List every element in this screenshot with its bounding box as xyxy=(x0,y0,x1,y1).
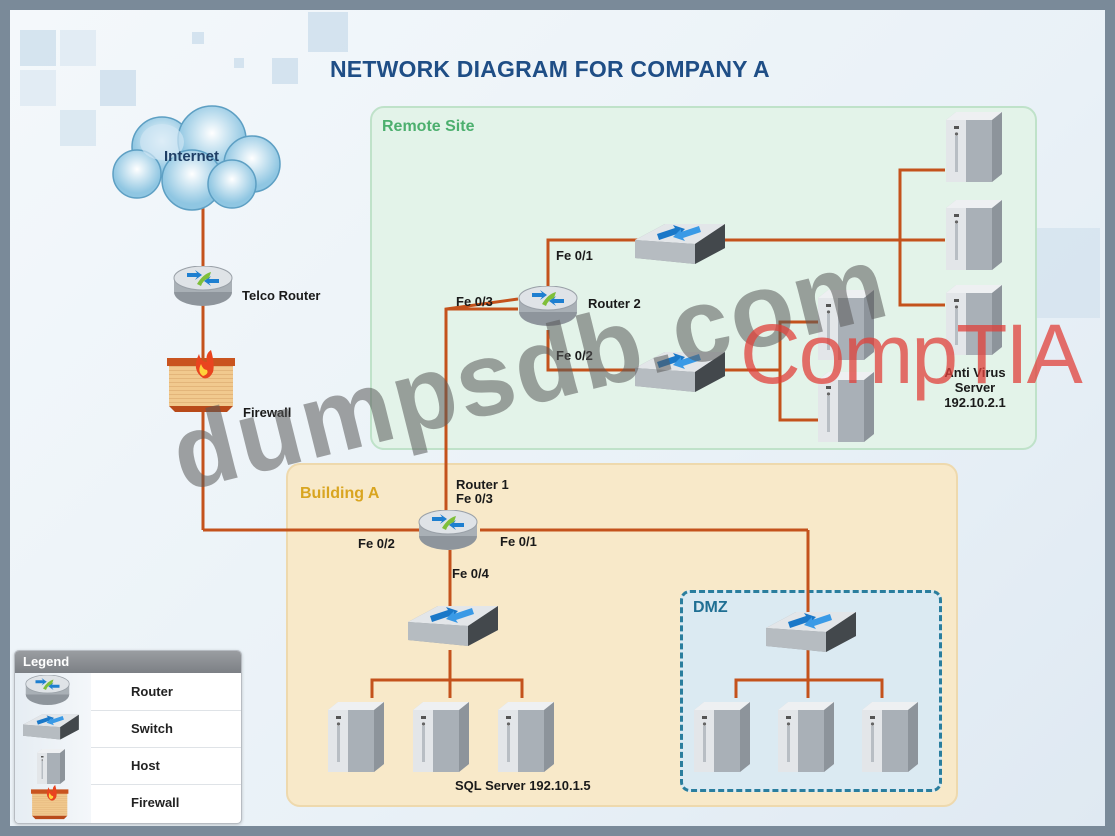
sql-server-icon[interactable] xyxy=(498,702,556,774)
decor-square xyxy=(20,70,56,106)
dmz-host-icon[interactable] xyxy=(862,702,920,774)
legend-title: Legend xyxy=(15,651,241,673)
decor-square xyxy=(234,58,244,68)
zone-label-building-a: Building A xyxy=(300,485,380,502)
decor-square xyxy=(192,32,204,44)
dmz-host-icon[interactable] xyxy=(694,702,752,774)
router2-label: Router 2 xyxy=(588,296,641,311)
decor-square xyxy=(272,58,298,84)
av-host-icon[interactable] xyxy=(818,372,876,444)
legend-router-icon xyxy=(25,675,70,706)
link-router2-switch-bottom xyxy=(546,330,640,372)
link-sql-bus xyxy=(370,678,524,698)
router2-port-fe03: Fe 0/3 xyxy=(456,294,493,309)
decor-square xyxy=(20,30,56,66)
legend-firewall-icon xyxy=(31,785,69,820)
router1-port-fe03: Fe 0/3 xyxy=(456,491,493,506)
legend-item-host: Host xyxy=(91,747,241,785)
remote-host-icon[interactable] xyxy=(946,112,1004,184)
router1-port-fe01: Fe 0/1 xyxy=(500,534,537,549)
av-server-label: Anti Virus Server 192.10.2.1 xyxy=(930,365,1020,410)
legend-item-switch: Switch xyxy=(91,710,241,748)
legend-label: Switch xyxy=(131,721,173,736)
decor-square xyxy=(100,70,136,106)
internet-cloud: Internet xyxy=(102,102,292,212)
remote-switch-top-icon[interactable] xyxy=(635,218,727,266)
sql-server-label: SQL Server 192.10.1.5 xyxy=(455,778,591,793)
router1-port-fe04: Fe 0/4 xyxy=(452,566,489,581)
dmz-host-icon[interactable] xyxy=(778,702,836,774)
diagram-canvas: NETWORK DIAGRAM FOR COMPANY A Remote Sit… xyxy=(10,10,1105,826)
legend-host-icon xyxy=(37,749,65,784)
telco-router-icon[interactable] xyxy=(173,266,233,306)
zone-label-dmz: DMZ xyxy=(693,599,728,616)
building-host-icon[interactable] xyxy=(328,702,386,774)
decor-square xyxy=(308,12,348,52)
legend-item-router: Router xyxy=(91,673,241,711)
cloud-icon xyxy=(112,105,281,211)
link-remote-host-bus xyxy=(898,168,945,307)
firewall-label: Firewall xyxy=(243,405,292,420)
remote-host-icon[interactable] xyxy=(946,285,1004,357)
decor-square xyxy=(1030,228,1100,318)
router1-label: Router 1 xyxy=(456,477,509,492)
firewall-icon[interactable] xyxy=(167,350,235,414)
legend: Legend Router Switch Host Firewall xyxy=(14,650,242,824)
legend-icon-column xyxy=(15,673,91,823)
remote-switch-bottom-icon[interactable] xyxy=(635,346,727,394)
link-router2-switch-top xyxy=(546,238,640,290)
legend-switch-icon xyxy=(23,714,79,740)
av-host-icon[interactable] xyxy=(818,290,876,362)
legend-item-firewall: Firewall xyxy=(91,784,241,821)
legend-label: Router xyxy=(131,684,173,699)
page-title: NETWORK DIAGRAM FOR COMPANY A xyxy=(330,56,770,82)
zone-remote-site: Remote Site xyxy=(370,106,1037,450)
av-server-ip: 192.10.2.1 xyxy=(944,395,1006,410)
legend-label: Firewall xyxy=(131,795,180,810)
router2-icon[interactable] xyxy=(518,286,578,326)
building-switch-icon[interactable] xyxy=(408,600,500,648)
av-server-label-line2: Server xyxy=(954,380,996,395)
internet-label: Internet xyxy=(164,148,220,165)
remote-host-icon[interactable] xyxy=(946,200,1004,272)
router2-port-fe01: Fe 0/1 xyxy=(556,248,593,263)
telco-router-label: Telco Router xyxy=(242,288,321,303)
router2-port-fe02: Fe 0/2 xyxy=(556,348,593,363)
router1-icon[interactable] xyxy=(418,510,478,550)
link-av-bus xyxy=(778,320,820,422)
decor-square xyxy=(60,30,96,66)
building-host-icon[interactable] xyxy=(413,702,471,774)
decor-square xyxy=(60,110,96,146)
zone-label-remote-site: Remote Site xyxy=(382,118,475,135)
av-server-label-line1: Anti Virus xyxy=(944,365,1006,380)
dmz-switch-icon[interactable] xyxy=(766,606,858,654)
router1-port-fe02: Fe 0/2 xyxy=(358,536,395,551)
legend-label: Host xyxy=(131,758,160,773)
